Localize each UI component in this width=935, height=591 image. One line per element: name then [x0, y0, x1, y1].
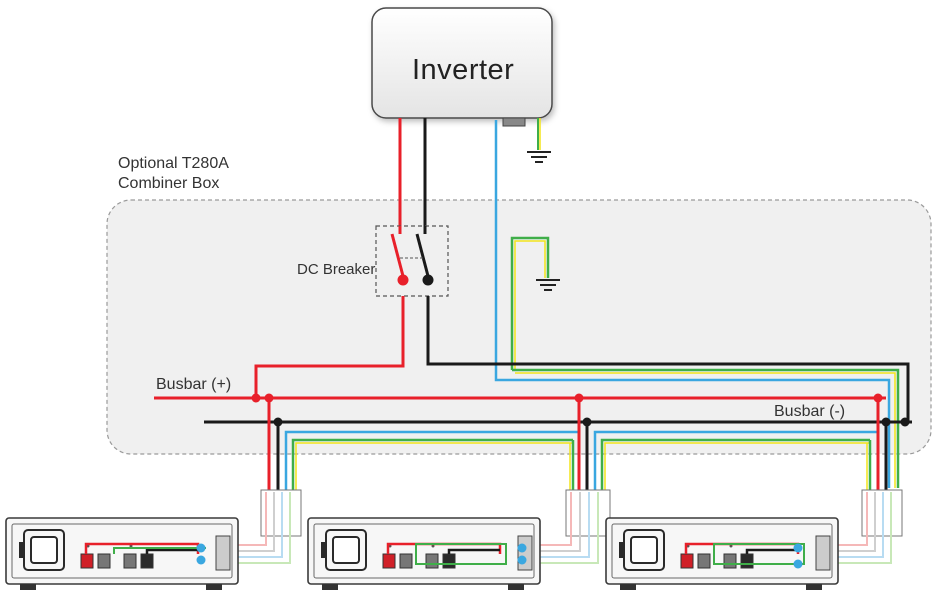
busbar-negative-label: Busbar (-)	[774, 403, 846, 420]
inverter-label: Inverter	[412, 54, 515, 86]
breaker-terminal-pos	[397, 274, 409, 286]
breaker-switch-neg	[415, 233, 430, 277]
battery-2-cables	[569, 398, 878, 490]
dc-breaker-label: DC Breaker	[297, 261, 376, 278]
busbar-positive-label: Busbar (+)	[156, 376, 232, 393]
pastel-cables	[228, 492, 892, 564]
dc-breaker-box	[375, 225, 449, 297]
breaker-terminal-neg	[422, 274, 434, 286]
inverter-port	[502, 117, 526, 127]
combiner-box	[106, 199, 932, 455]
negative-cable-busbar	[426, 296, 910, 422]
battery-3	[605, 517, 839, 591]
inverter-ground-icon	[527, 118, 551, 163]
combiner-box-label-line2: Combiner Box	[118, 175, 220, 192]
breaker-switch-pos	[390, 233, 405, 277]
battery-2	[307, 517, 541, 591]
box-ground-icon	[510, 236, 560, 370]
ground-cable	[512, 368, 900, 488]
comm-cable	[494, 120, 891, 488]
battery-3-cables	[866, 398, 888, 490]
combiner-box-label-line1: Optional T280A	[118, 155, 229, 172]
positive-cable-busbar	[254, 296, 405, 398]
battery-1	[5, 517, 239, 591]
inverter-box	[371, 7, 553, 119]
